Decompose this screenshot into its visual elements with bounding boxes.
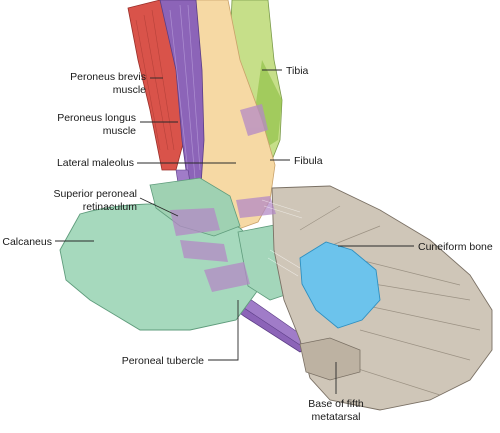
label-peroneus-brevis-line1: Peroneus brevis [70, 71, 146, 83]
peroneus-longus-fibers [169, 4, 201, 191]
retinaculum-ligaments [170, 104, 276, 292]
label-peroneal-tubercle: Peroneal tubercle [122, 355, 204, 367]
label-peroneus-longus-line1: Peroneus longus [57, 112, 136, 124]
label-fifth-metatarsal-line1: Base of fifth [308, 398, 364, 410]
ligament-fibers [261, 199, 303, 277]
label-peroneus-longus-line2: muscle [103, 125, 136, 137]
label-tibia: Tibia [286, 65, 309, 77]
label-superior-retinaculum-line1: Superior peroneal [54, 188, 137, 200]
label-lateral-malleolus: Lateral maleolus [57, 157, 134, 169]
label-peroneus-brevis-line2: muscle [113, 84, 146, 96]
labels: Tibia Peroneus brevis muscle Peroneus lo… [2, 65, 492, 423]
label-calcaneus: Calcaneus [2, 236, 52, 248]
label-cuneiform: Cuneiform bone [418, 241, 493, 253]
label-fifth-metatarsal-line2: metatarsal [311, 411, 360, 423]
fifth-metatarsal-base [299, 337, 361, 381]
peroneus-brevis-fibers [135, 9, 175, 151]
label-superior-retinaculum-line2: retinaculum [83, 201, 138, 213]
leader-lines [55, 69, 414, 394]
label-fibula: Fibula [294, 155, 323, 167]
